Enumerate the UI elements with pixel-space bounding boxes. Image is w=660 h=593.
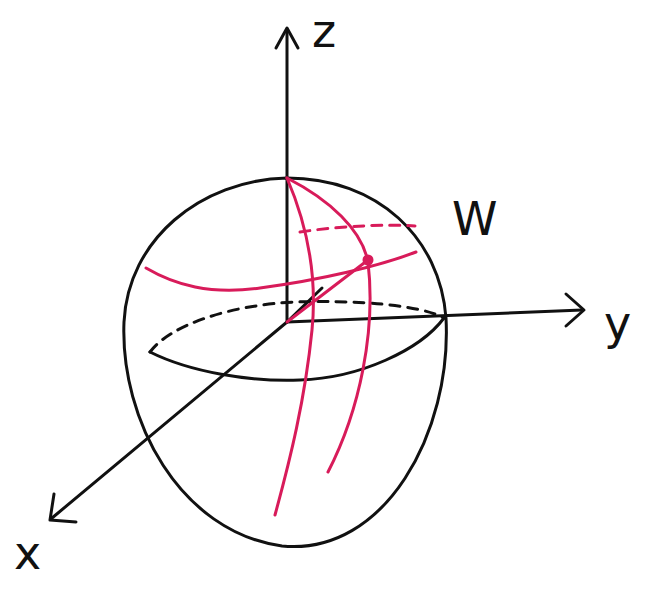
latitude-back xyxy=(300,225,415,232)
z-arrowhead xyxy=(276,28,298,48)
meridian-2 xyxy=(287,178,370,472)
equator-back xyxy=(150,302,444,352)
z-axis xyxy=(286,30,289,322)
y-arrowhead xyxy=(566,294,584,326)
meridian-1 xyxy=(275,178,313,515)
latitude-front xyxy=(146,252,416,290)
point-w xyxy=(364,256,372,264)
equator-front xyxy=(150,318,444,380)
sphere-outline xyxy=(124,178,447,547)
axis-label: x xyxy=(14,530,41,576)
axis-label: z xyxy=(312,8,336,54)
radius-to-w xyxy=(287,260,368,322)
axis-label: y xyxy=(604,300,631,346)
y-axis xyxy=(287,310,582,322)
x-arrowhead xyxy=(50,494,76,522)
x-axis xyxy=(52,322,287,518)
point-label: W xyxy=(452,196,497,242)
